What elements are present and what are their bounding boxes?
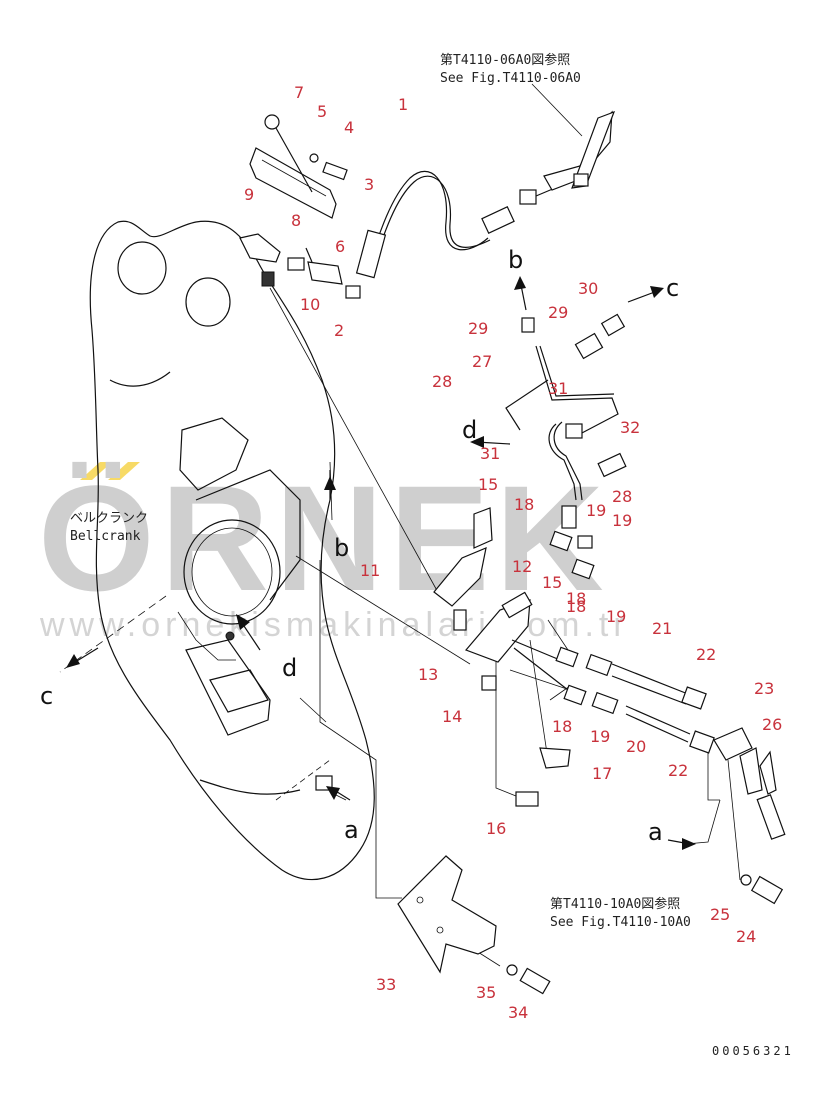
part-callout-30: 30 (578, 279, 598, 298)
part-callout-10: 10 (300, 295, 320, 314)
reference-top: 第T4110-06A0図参照 See Fig.T4110-06A0 (440, 52, 581, 86)
part-callout-7: 7 (294, 83, 304, 102)
view-letter-d: d (462, 416, 477, 444)
pipe-assembly (505, 313, 627, 580)
part-callout-17: 17 (592, 764, 612, 783)
part-callout-15: 15 (542, 573, 562, 592)
view-letter-c: c (666, 274, 679, 302)
part-callout-32: 32 (620, 418, 640, 437)
part-callout-29: 29 (468, 319, 488, 338)
part-callout-18: 18 (552, 717, 572, 736)
part-callout-23: 23 (754, 679, 774, 698)
ref-top-jp: 第T4110-06A0図参照 (440, 52, 570, 68)
part-callout-4: 4 (344, 118, 354, 137)
part-callout-18: 18 (566, 589, 586, 608)
part-callout-3: 3 (364, 175, 374, 194)
part-callout-9: 9 (244, 185, 254, 204)
ref-bottom-en: See Fig.T4110-10A0 (550, 915, 691, 930)
part-callout-28: 28 (612, 487, 632, 506)
view-letter-b: b (334, 534, 349, 562)
drawing-code: 00056321 (712, 1044, 794, 1058)
part-callout-2: 2 (334, 321, 344, 340)
bellcrank-label: ベルクランク Bellcrank (70, 511, 148, 544)
view-letters: a a b b c c d d (40, 246, 679, 846)
part-callout-18: 18 (514, 495, 534, 514)
part-callout-22: 22 (668, 761, 688, 780)
bellcrank-en: Bellcrank (70, 529, 141, 544)
bellcrank-jp: ベルクランク (70, 511, 148, 526)
view-letter-a: a (344, 816, 359, 844)
view-letter-d: d (282, 654, 297, 682)
part-callout-27: 27 (472, 352, 492, 371)
part-callout-33: 33 (376, 975, 396, 994)
part-callout-19: 19 (590, 727, 610, 746)
part-callout-21: 21 (652, 619, 672, 638)
part-callout-31: 31 (480, 444, 500, 463)
part-callout-19: 19 (586, 501, 606, 520)
part-callout-20: 20 (626, 737, 646, 756)
part-callout-12: 12 (512, 557, 532, 576)
valve-assembly (433, 507, 786, 905)
part-callout-22: 22 (696, 645, 716, 664)
watermark-url: www.ornekismakinalari.com.tr (39, 606, 630, 644)
part-callout-18: 18 (566, 597, 586, 616)
part-callout-35: 35 (476, 983, 496, 1002)
part-callout-26: 26 (762, 715, 782, 734)
view-letter-a: a (648, 818, 663, 846)
cable-assembly (355, 83, 616, 279)
part-callout-25: 25 (710, 905, 730, 924)
reference-bottom: 第T4110-10A0図参照 See Fig.T4110-10A0 (550, 896, 691, 930)
view-arrows (66, 276, 696, 850)
part-callout-15: 15 (478, 475, 498, 494)
part-callout-13: 13 (418, 665, 438, 684)
part-callout-1: 1 (398, 95, 408, 114)
part-callout-6: 6 (335, 237, 345, 256)
part-callout-28: 28 (432, 372, 452, 391)
ref-top-en: See Fig.T4110-06A0 (440, 71, 581, 86)
part-callout-19: 19 (612, 511, 632, 530)
bracket-33 (397, 855, 551, 995)
part-callout-5: 5 (317, 102, 327, 121)
part-callout-16: 16 (486, 819, 506, 838)
watermark-main: ÖRNEK (38, 454, 610, 622)
part-callout-8: 8 (291, 211, 301, 230)
view-letter-b: b (508, 246, 523, 274)
part-callout-34: 34 (508, 1003, 528, 1022)
part-callout-11: 11 (360, 561, 380, 580)
part-callout-24: 24 (736, 927, 756, 946)
part-callout-29: 29 (548, 303, 568, 322)
part-callout-19: 19 (606, 607, 626, 626)
part-callout-31: 31 (548, 379, 568, 398)
view-letter-c: c (40, 682, 53, 710)
top-linkage (239, 114, 361, 299)
ref-bottom-jp: 第T4110-10A0図参照 (550, 896, 680, 912)
watermark: ÖRNEK www.ornekismakinalari.com.tr (38, 454, 630, 644)
part-callout-14: 14 (442, 707, 462, 726)
